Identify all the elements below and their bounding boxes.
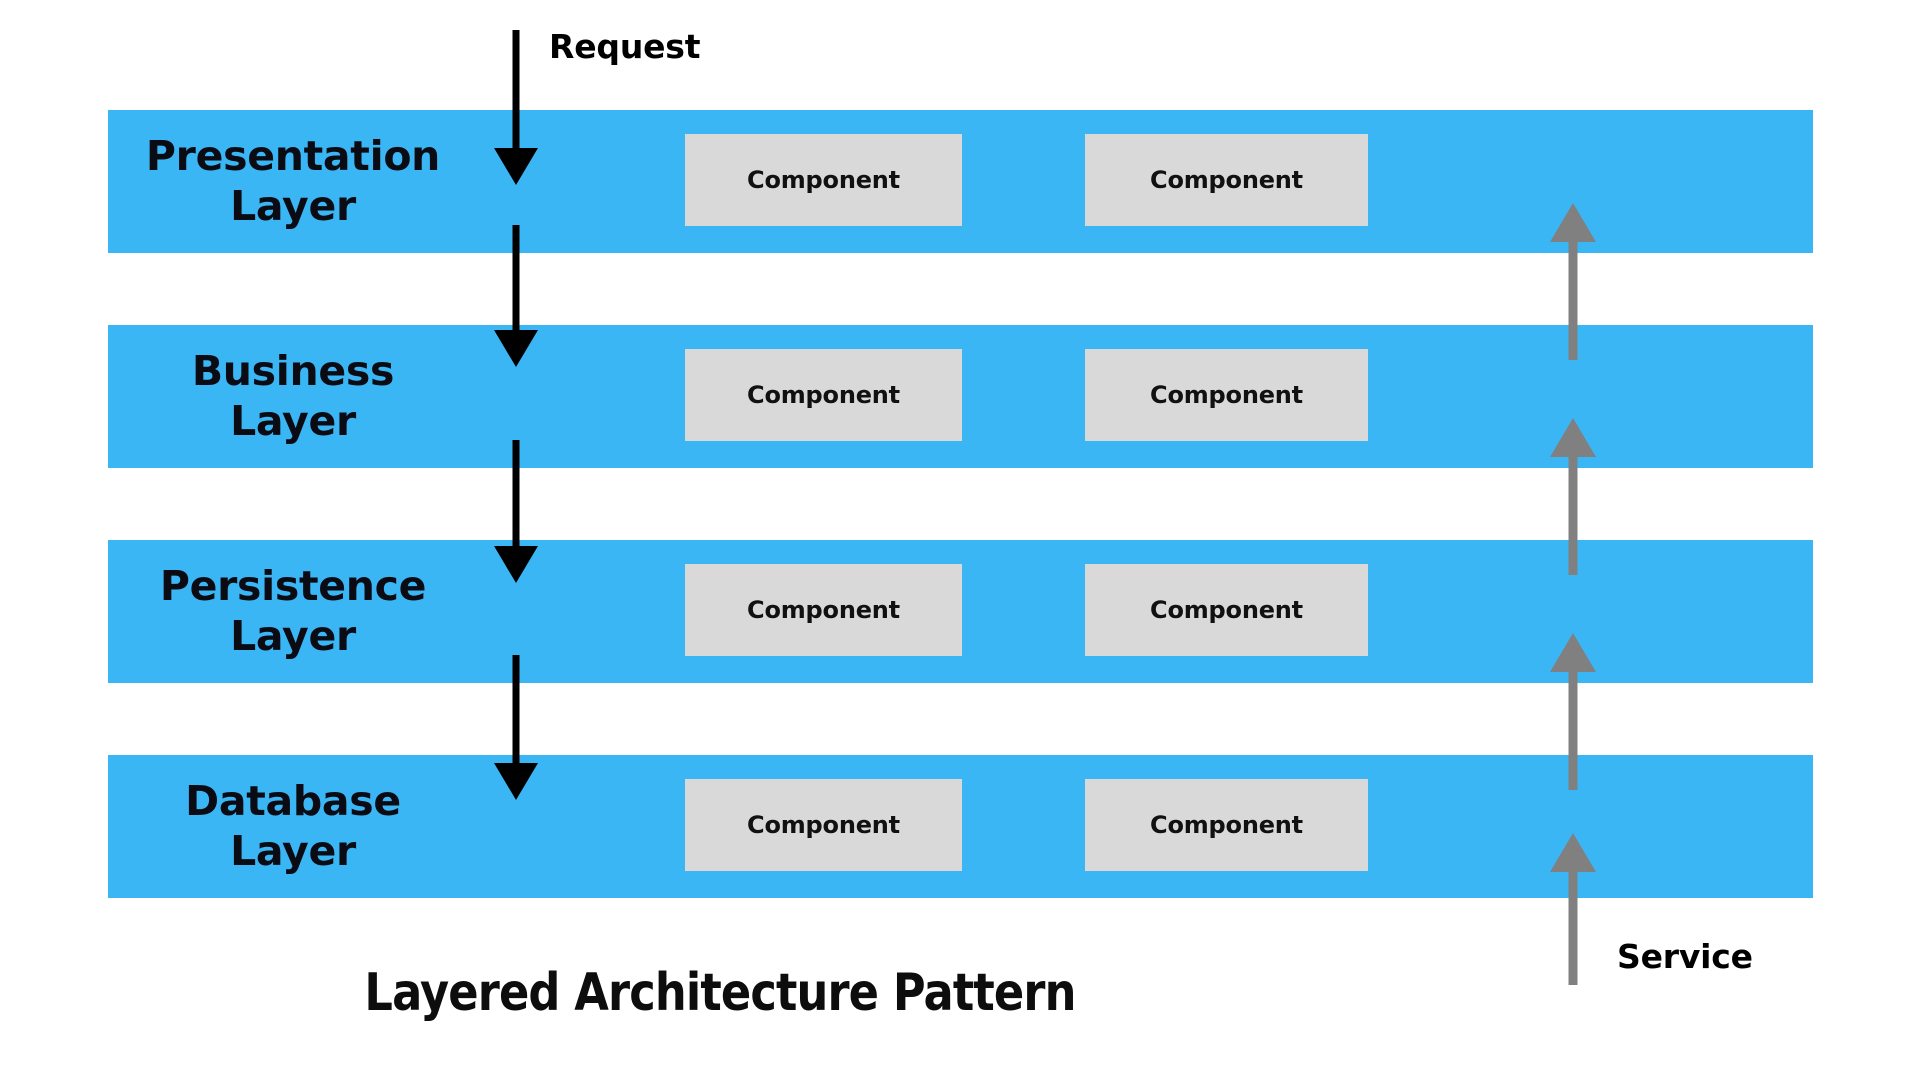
layer-title-line2: Layer (230, 611, 356, 660)
layer-title-presentation: Presentation Layer (128, 110, 458, 253)
layer-title-line1: Business (191, 347, 395, 396)
layer-title-persistence: Persistence Layer (128, 540, 458, 683)
layer-title-line2: Layer (230, 181, 356, 230)
layer-title-line2: Layer (230, 396, 356, 445)
diagram-caption: Layered Architecture Pattern (364, 963, 1076, 1023)
component-box[interactable]: Component (685, 134, 962, 226)
component-box[interactable]: Component (685, 779, 962, 871)
component-box[interactable]: Component (685, 349, 962, 441)
layer-title-business: Business Layer (128, 325, 458, 468)
component-box[interactable]: Component (1085, 134, 1368, 226)
service-label: Service (1617, 937, 1753, 976)
layer-title-line1: Persistence (159, 562, 427, 611)
layer-band-presentation[interactable]: Presentation Layer Component Component (108, 110, 1813, 253)
component-box[interactable]: Component (1085, 349, 1368, 441)
layer-title-line2: Layer (230, 826, 356, 875)
layer-band-business[interactable]: Business Layer Component Component (108, 325, 1813, 468)
layer-band-database[interactable]: Database Layer Component Component (108, 755, 1813, 898)
layer-title-line1: Presentation (145, 132, 441, 181)
component-box[interactable]: Component (685, 564, 962, 656)
layer-title-line1: Database (185, 777, 401, 826)
component-box[interactable]: Component (1085, 564, 1368, 656)
layer-band-persistence[interactable]: Persistence Layer Component Component (108, 540, 1813, 683)
layer-title-database: Database Layer (128, 755, 458, 898)
request-label: Request (549, 27, 701, 66)
component-box[interactable]: Component (1085, 779, 1368, 871)
